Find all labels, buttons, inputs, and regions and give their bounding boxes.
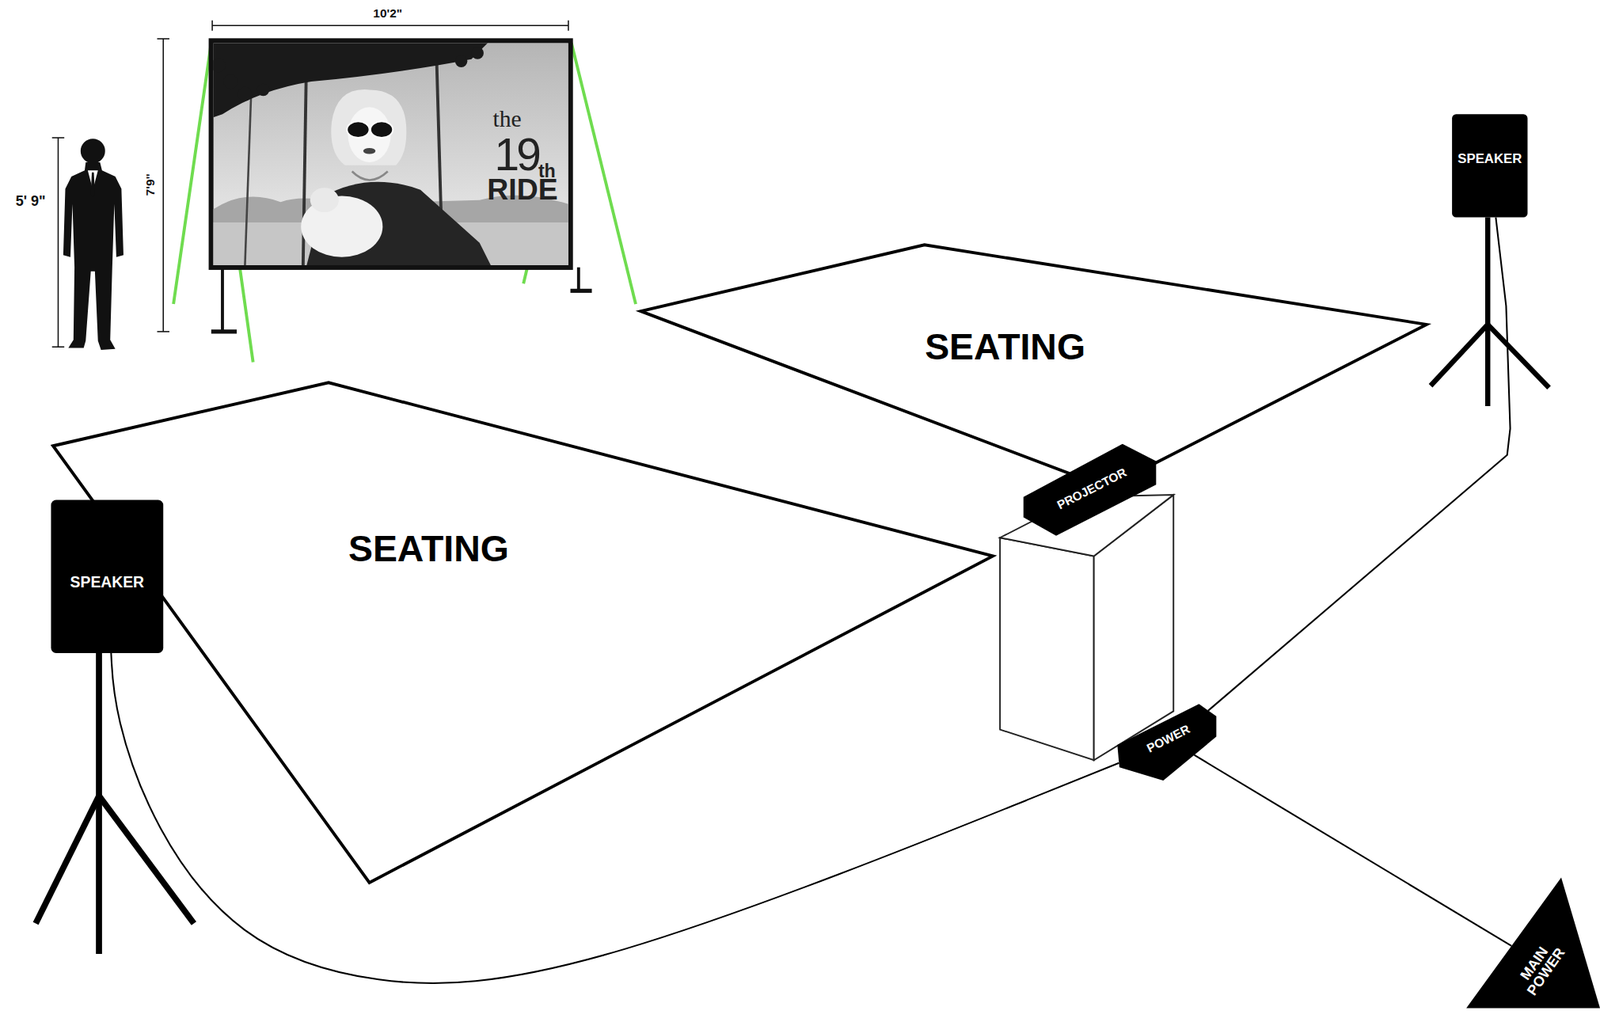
stand-pole [1485, 217, 1490, 407]
photo-sunglasses [346, 121, 369, 138]
fringe-tassel [223, 74, 238, 89]
power-box-shape [1117, 703, 1217, 781]
dimension-label: 5' 9" [15, 193, 46, 209]
person-tie [91, 172, 96, 198]
fringe-tassel [471, 46, 483, 59]
seating-area-shape [640, 244, 1426, 488]
stand-leg [1487, 324, 1549, 388]
dimension-label: 10'2" [372, 7, 403, 20]
seating-area-outline [638, 243, 1429, 491]
screen-stand [173, 42, 636, 362]
node-label: SEATING [924, 328, 1086, 365]
movie-still [212, 42, 569, 266]
seating-area-shape [53, 382, 993, 883]
fringe-tassel [455, 55, 468, 68]
photo-hair [330, 89, 407, 166]
dimension-lines [52, 20, 569, 347]
main-power-triangle-shape [1466, 877, 1600, 1008]
stand-leg [1430, 324, 1488, 386]
pedestal-front [999, 537, 1095, 761]
speaker-box-outline [1451, 114, 1528, 217]
power-cable [1193, 755, 1512, 947]
person-body [63, 162, 124, 350]
main-power-triangle: MAIN POWER [1464, 875, 1600, 1011]
guy-line [173, 42, 212, 305]
speaker-stands [35, 217, 1549, 955]
photo-fringe [212, 46, 484, 101]
dimension-tick [567, 20, 570, 31]
seating-area: SEATING [50, 380, 995, 886]
seating-area: SEATING [638, 243, 1429, 491]
height-dimension-line [162, 38, 164, 332]
power-box: POWER [1117, 702, 1217, 784]
dimension-tick [156, 38, 169, 40]
photo-lips [363, 148, 376, 155]
node-label: SPEAKER [1457, 151, 1522, 165]
photo-pole [244, 96, 251, 266]
speaker-box-shape [50, 500, 164, 654]
person-head [80, 138, 106, 164]
speaker-cable [110, 653, 1119, 984]
dimension-tick [211, 20, 213, 31]
node-label: SEATING [348, 530, 510, 567]
screen-foot [570, 288, 592, 293]
person-dimension-line [57, 137, 60, 347]
dimension-label: 7'9" [144, 173, 156, 196]
screen-foot [211, 329, 237, 334]
photo-dog-head [310, 187, 339, 213]
speaker-box-shape [1451, 114, 1528, 217]
photo-necklace [352, 171, 388, 181]
speaker-box: SPEAKER [50, 500, 164, 654]
poster-title: RIDE [486, 174, 558, 205]
poster-title: the [492, 107, 521, 132]
width-dimension-line [212, 24, 569, 27]
fringe-tassel [212, 57, 225, 73]
speaker-box: SPEAKER [1451, 114, 1528, 217]
photo-sunglasses [370, 121, 393, 138]
fringe-tassel [257, 83, 270, 96]
poster-title: 19 [494, 133, 539, 179]
guy-line [571, 42, 636, 305]
seating-area-outline [50, 380, 995, 886]
person-silhouette [63, 138, 124, 350]
stand-leg [35, 795, 99, 924]
screen-leg [220, 267, 225, 332]
speaker-cable [1208, 217, 1510, 711]
dimension-tick [52, 345, 65, 348]
fringe-tassel [237, 87, 252, 102]
dimension-tick [156, 330, 169, 333]
projector-box: PROJECTOR [1020, 441, 1160, 538]
screen-leg [577, 267, 581, 292]
screen-frame [211, 41, 571, 268]
dimension-tick [52, 136, 65, 139]
projector-box-shape [1023, 444, 1157, 536]
guy-line [239, 267, 254, 363]
movie-screen [211, 41, 571, 268]
node-label: SPEAKER [70, 573, 145, 590]
